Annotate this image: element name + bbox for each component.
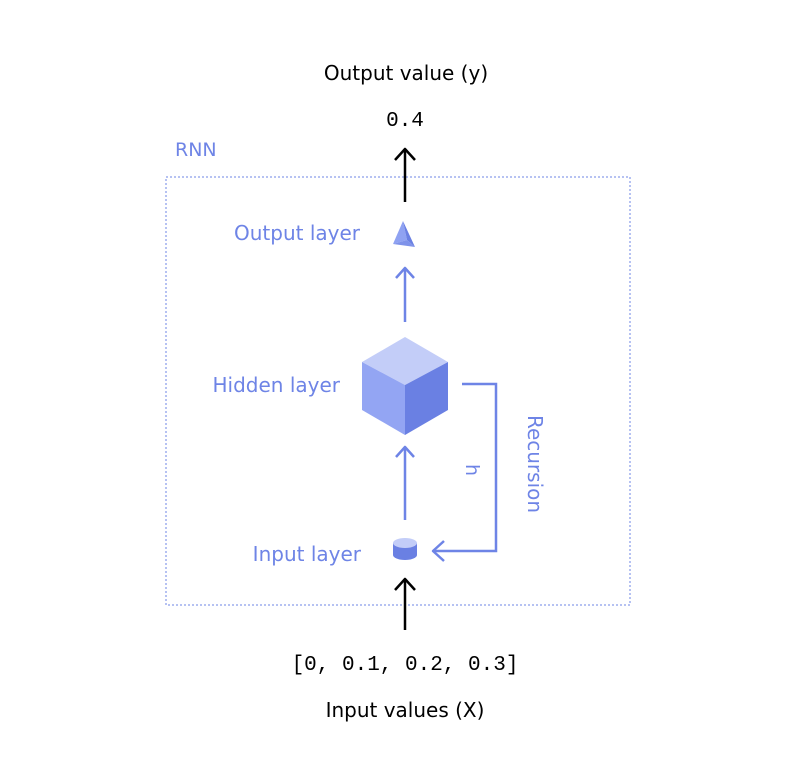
input-to-hidden-arrow [395, 445, 415, 520]
hidden-to-output-arrow [395, 266, 415, 322]
rnn-boundary-box [165, 176, 631, 606]
output-value: 0.4 [386, 110, 424, 133]
output-arrow [394, 147, 416, 202]
rnn-title: RNN [175, 139, 217, 161]
input-layer-cylinder [393, 538, 417, 560]
hidden-layer-cube [362, 337, 448, 435]
input-values: [0, 0.1, 0.2, 0.3] [292, 654, 519, 677]
output-layer-shape [393, 221, 415, 247]
input-values-label: Input values (X) [326, 698, 485, 722]
recursion-label: Recursion [523, 415, 547, 513]
hidden-layer-label: Hidden layer [213, 373, 341, 397]
hidden-state-label: h [461, 464, 483, 476]
input-layer-label: Input layer [253, 542, 362, 566]
output-value-label: Output value (y) [324, 61, 488, 85]
output-layer-label: Output layer [234, 221, 361, 245]
input-arrow [394, 577, 416, 630]
recursion-loop-arrow [431, 382, 498, 562]
